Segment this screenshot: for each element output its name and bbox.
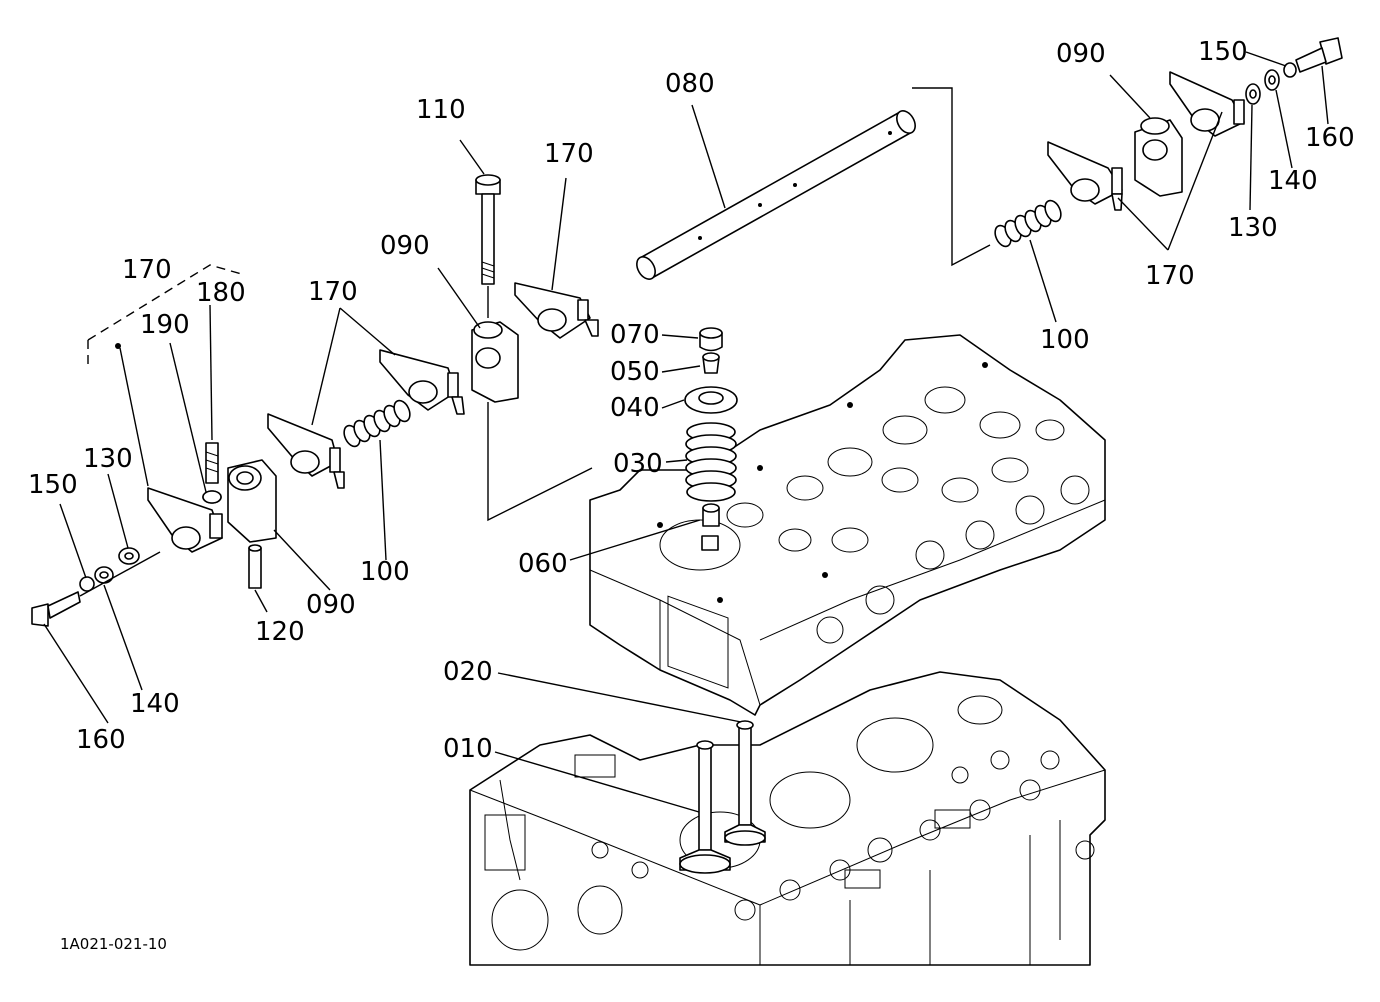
label-030: 030 [613,449,663,479]
valve-spring-030 [685,422,737,502]
label-010: 010 [443,734,493,764]
label-120: 120 [255,617,305,647]
bolt-110 [475,174,501,318]
label-140-right: 140 [1268,166,1318,196]
washer-130-left [118,547,140,565]
rocker-arm-170-right-b [1169,71,1245,137]
label-170-top: 170 [544,139,594,169]
shaft-bracket-line [912,87,991,267]
rocker-spring-100-left [343,399,411,448]
label-150-left: 150 [28,470,78,500]
pin-120 [248,544,262,589]
nut-190 [202,490,222,504]
label-180: 180 [196,278,246,308]
rocker-arm-170-mid [379,349,465,415]
spring-retainer-040 [684,386,738,414]
rocker-bracket-090-center [471,321,593,522]
label-020: 020 [443,657,493,687]
label-190: 190 [140,310,190,340]
axis-line-left [79,551,161,597]
label-100-left: 100 [360,557,410,587]
cylinder-block [469,671,1106,966]
valve-020 [724,720,766,846]
rocker-arm-170-right-a [1047,141,1123,211]
group-bracket-170-left [87,264,246,341]
label-110: 110 [416,95,466,125]
valve-cap-070 [699,327,723,352]
label-080: 080 [665,69,715,99]
valve-stem-seal-060 [701,503,720,551]
rocker-arm-170-top [514,282,599,339]
label-060: 060 [518,549,568,579]
label-130-left: 130 [83,444,133,474]
label-160-right: 160 [1305,123,1355,153]
bolt-160-right [1295,37,1343,73]
label-150-right: 150 [1198,37,1248,67]
cylinder-head [589,334,1106,716]
label-100-right: 100 [1040,325,1090,355]
rocker-arm-170-lower [267,413,345,489]
collet-050 [702,352,720,374]
label-170-mid: 170 [308,277,358,307]
washer-130-right [1245,83,1261,105]
leader-lines [43,51,1329,813]
figure-code: 1A021-021-10 [60,935,167,953]
bolt-160-left [31,591,81,627]
label-090-center: 090 [380,231,430,261]
group-bracket-dot [115,343,121,349]
rocker-arm-170-left [147,487,223,553]
label-130-right: 130 [1228,213,1278,243]
label-160-left: 160 [76,725,126,755]
washer-140-left [94,566,114,584]
label-050: 050 [610,357,660,387]
label-170-left: 170 [122,255,172,285]
label-140-left: 140 [130,689,180,719]
label-090-right: 090 [1056,39,1106,69]
label-090-left: 090 [306,590,356,620]
label-040: 040 [610,393,660,423]
rocker-bracket-090-left [227,459,277,543]
label-170-right: 170 [1145,261,1195,291]
rocker-shaft-080 [636,110,916,280]
valve-010 [679,740,731,874]
rocker-bracket-090-right [1134,117,1183,197]
rocker-spring-100-right [994,199,1062,248]
washer-140-right [1264,69,1280,91]
spring-washer-150-right [1283,62,1297,78]
spring-washer-150-left [79,576,95,592]
label-070: 070 [610,320,660,350]
